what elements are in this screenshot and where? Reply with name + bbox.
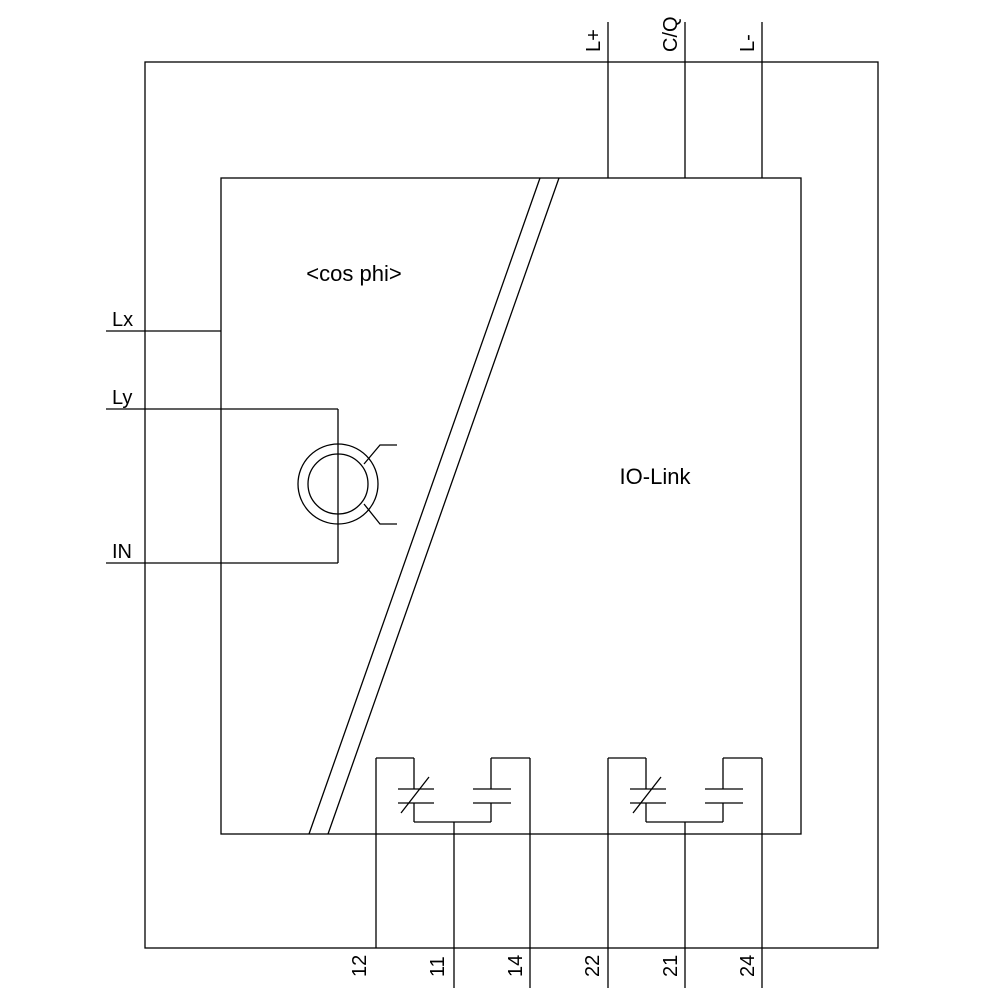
terminal-label-lplus: L+ <box>583 29 605 52</box>
left-terminal-leads <box>106 330 339 564</box>
outer-housing <box>144 61 879 949</box>
diagonal-separator <box>308 177 560 835</box>
terminal-label-in: IN <box>112 541 132 563</box>
current-transformer-symbol <box>297 443 397 525</box>
device-body <box>220 177 802 835</box>
io-link-label: IO-Link <box>620 464 692 489</box>
terminal-label-ly: Ly <box>112 387 132 409</box>
terminal-label-lminus: L- <box>737 34 759 52</box>
terminal-label-14: 14 <box>505 955 527 977</box>
terminal-label-24: 24 <box>737 955 759 977</box>
terminal-label-12: 12 <box>349 955 371 977</box>
terminal-label-cq: C/Q <box>660 16 682 52</box>
terminal-label-22: 22 <box>582 955 604 977</box>
terminal-label-lx: Lx <box>112 309 133 331</box>
relay-contact-group-1 <box>375 757 531 988</box>
terminal-label-11: 11 <box>427 956 449 977</box>
top-terminal-leads <box>607 22 763 178</box>
module-label: <cos phi> <box>306 261 401 286</box>
relay-contact-group-2 <box>607 757 763 988</box>
terminal-label-21: 21 <box>660 955 682 977</box>
